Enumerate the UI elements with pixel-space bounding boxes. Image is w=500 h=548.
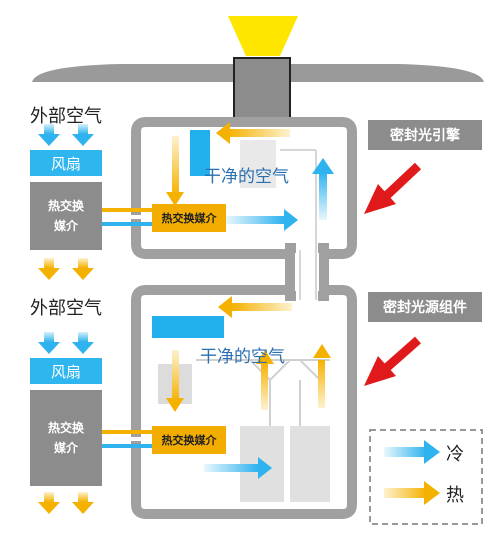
upper-cold-plate: [190, 130, 210, 176]
lower-hot-up-arrow-right: [313, 344, 331, 408]
legend-cold-arrow: [384, 440, 440, 464]
clean-air-label-top: 干净的空气: [204, 167, 289, 187]
light-source-red-arrow: [364, 336, 421, 386]
lower-exhaust-arrows: [38, 492, 94, 514]
sealed-light-source-label: 密封光源组件: [368, 292, 482, 322]
upper-exhaust-arrows: [38, 258, 94, 280]
heat-exchanger-top-line1: 热交换: [47, 199, 84, 213]
clean-air-label-bottom: 干净的空气: [200, 347, 285, 367]
heat-exchanger-top: 热交换 媒介: [30, 182, 102, 250]
heat-exchanger-top-line2: 媒介: [53, 219, 78, 233]
lens-light-beam: [228, 16, 298, 56]
outside-air-label-bottom: 外部空气: [30, 298, 102, 319]
upper-hot-down-arrow: [166, 136, 184, 206]
exchange-media-bottom: 热交换媒介: [152, 426, 226, 454]
lower-hot-down-arrow: [166, 350, 184, 412]
exchange-media-top: 热交换媒介: [152, 204, 226, 232]
fan-bottom: 风扇: [30, 358, 102, 384]
heat-exchanger-bottom-line2: 媒介: [53, 441, 78, 455]
lower-cold-plate: [152, 316, 224, 338]
lower-exchange-pipes: [102, 430, 154, 448]
lower-cold-supply-arrow: [204, 457, 272, 479]
outside-air-label-top: 外部空气: [30, 106, 102, 127]
legend-hot-label: 热: [446, 485, 464, 506]
legend-hot-arrow: [384, 481, 440, 505]
lower-intake-arrows: [38, 332, 94, 354]
lower-hot-return-arrow: [218, 296, 292, 318]
sealed-engine-label: 密封光引擎: [368, 120, 482, 150]
lens-body: [233, 57, 291, 121]
lower-hot-up-arrow-left: [256, 350, 274, 410]
upper-cold-up-arrow: [312, 158, 334, 220]
upper-cold-supply-arrow: [226, 209, 298, 231]
upper-optics-block: [240, 140, 276, 188]
heat-exchanger-bottom-line1: 热交换: [47, 421, 84, 435]
engine-red-arrow: [364, 162, 422, 214]
legend-cold-label: 冷: [446, 444, 464, 465]
heat-exchanger-bottom: 热交换 媒介: [30, 390, 102, 486]
upper-exchange-pipes: [102, 208, 154, 226]
light-module-right: [290, 426, 330, 502]
upper-hot-return-arrow: [216, 122, 290, 144]
fan-top: 风扇: [30, 150, 102, 176]
upper-intake-arrows: [38, 124, 94, 146]
